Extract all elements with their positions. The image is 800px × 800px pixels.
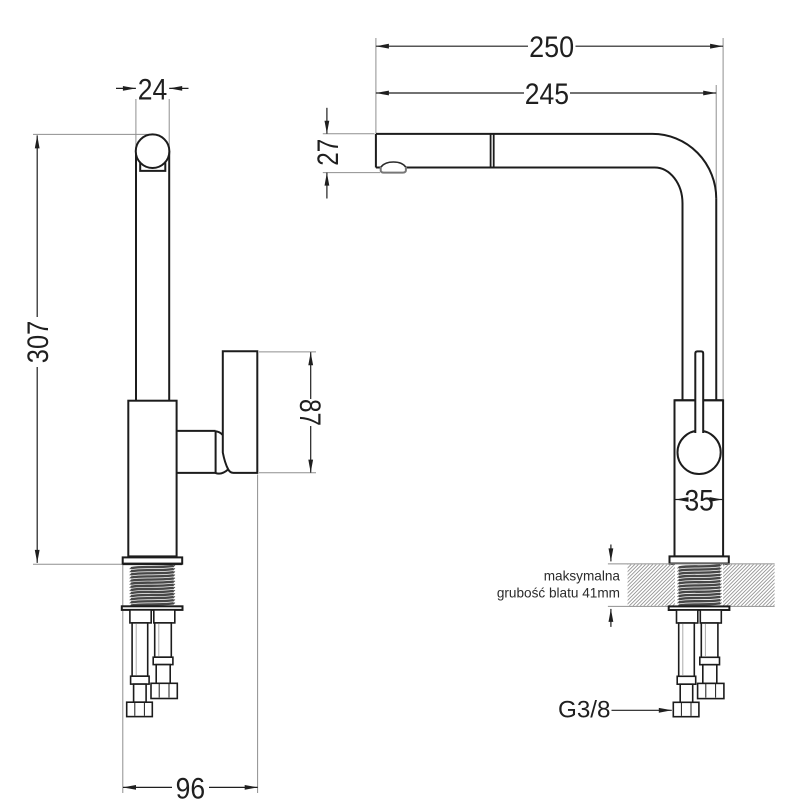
svg-text:96: 96 [176,772,206,800]
svg-text:maksymalna: maksymalna [544,569,621,584]
svg-text:307: 307 [22,321,55,363]
svg-text:G3/8: G3/8 [558,697,611,724]
svg-text:87: 87 [293,399,326,426]
svg-text:24: 24 [138,73,168,106]
svg-text:grubość blatu 41mm: grubość blatu 41mm [497,586,620,601]
svg-text:245: 245 [525,78,569,111]
svg-text:35: 35 [684,484,714,517]
svg-text:27: 27 [312,139,345,166]
svg-text:250: 250 [529,31,574,64]
